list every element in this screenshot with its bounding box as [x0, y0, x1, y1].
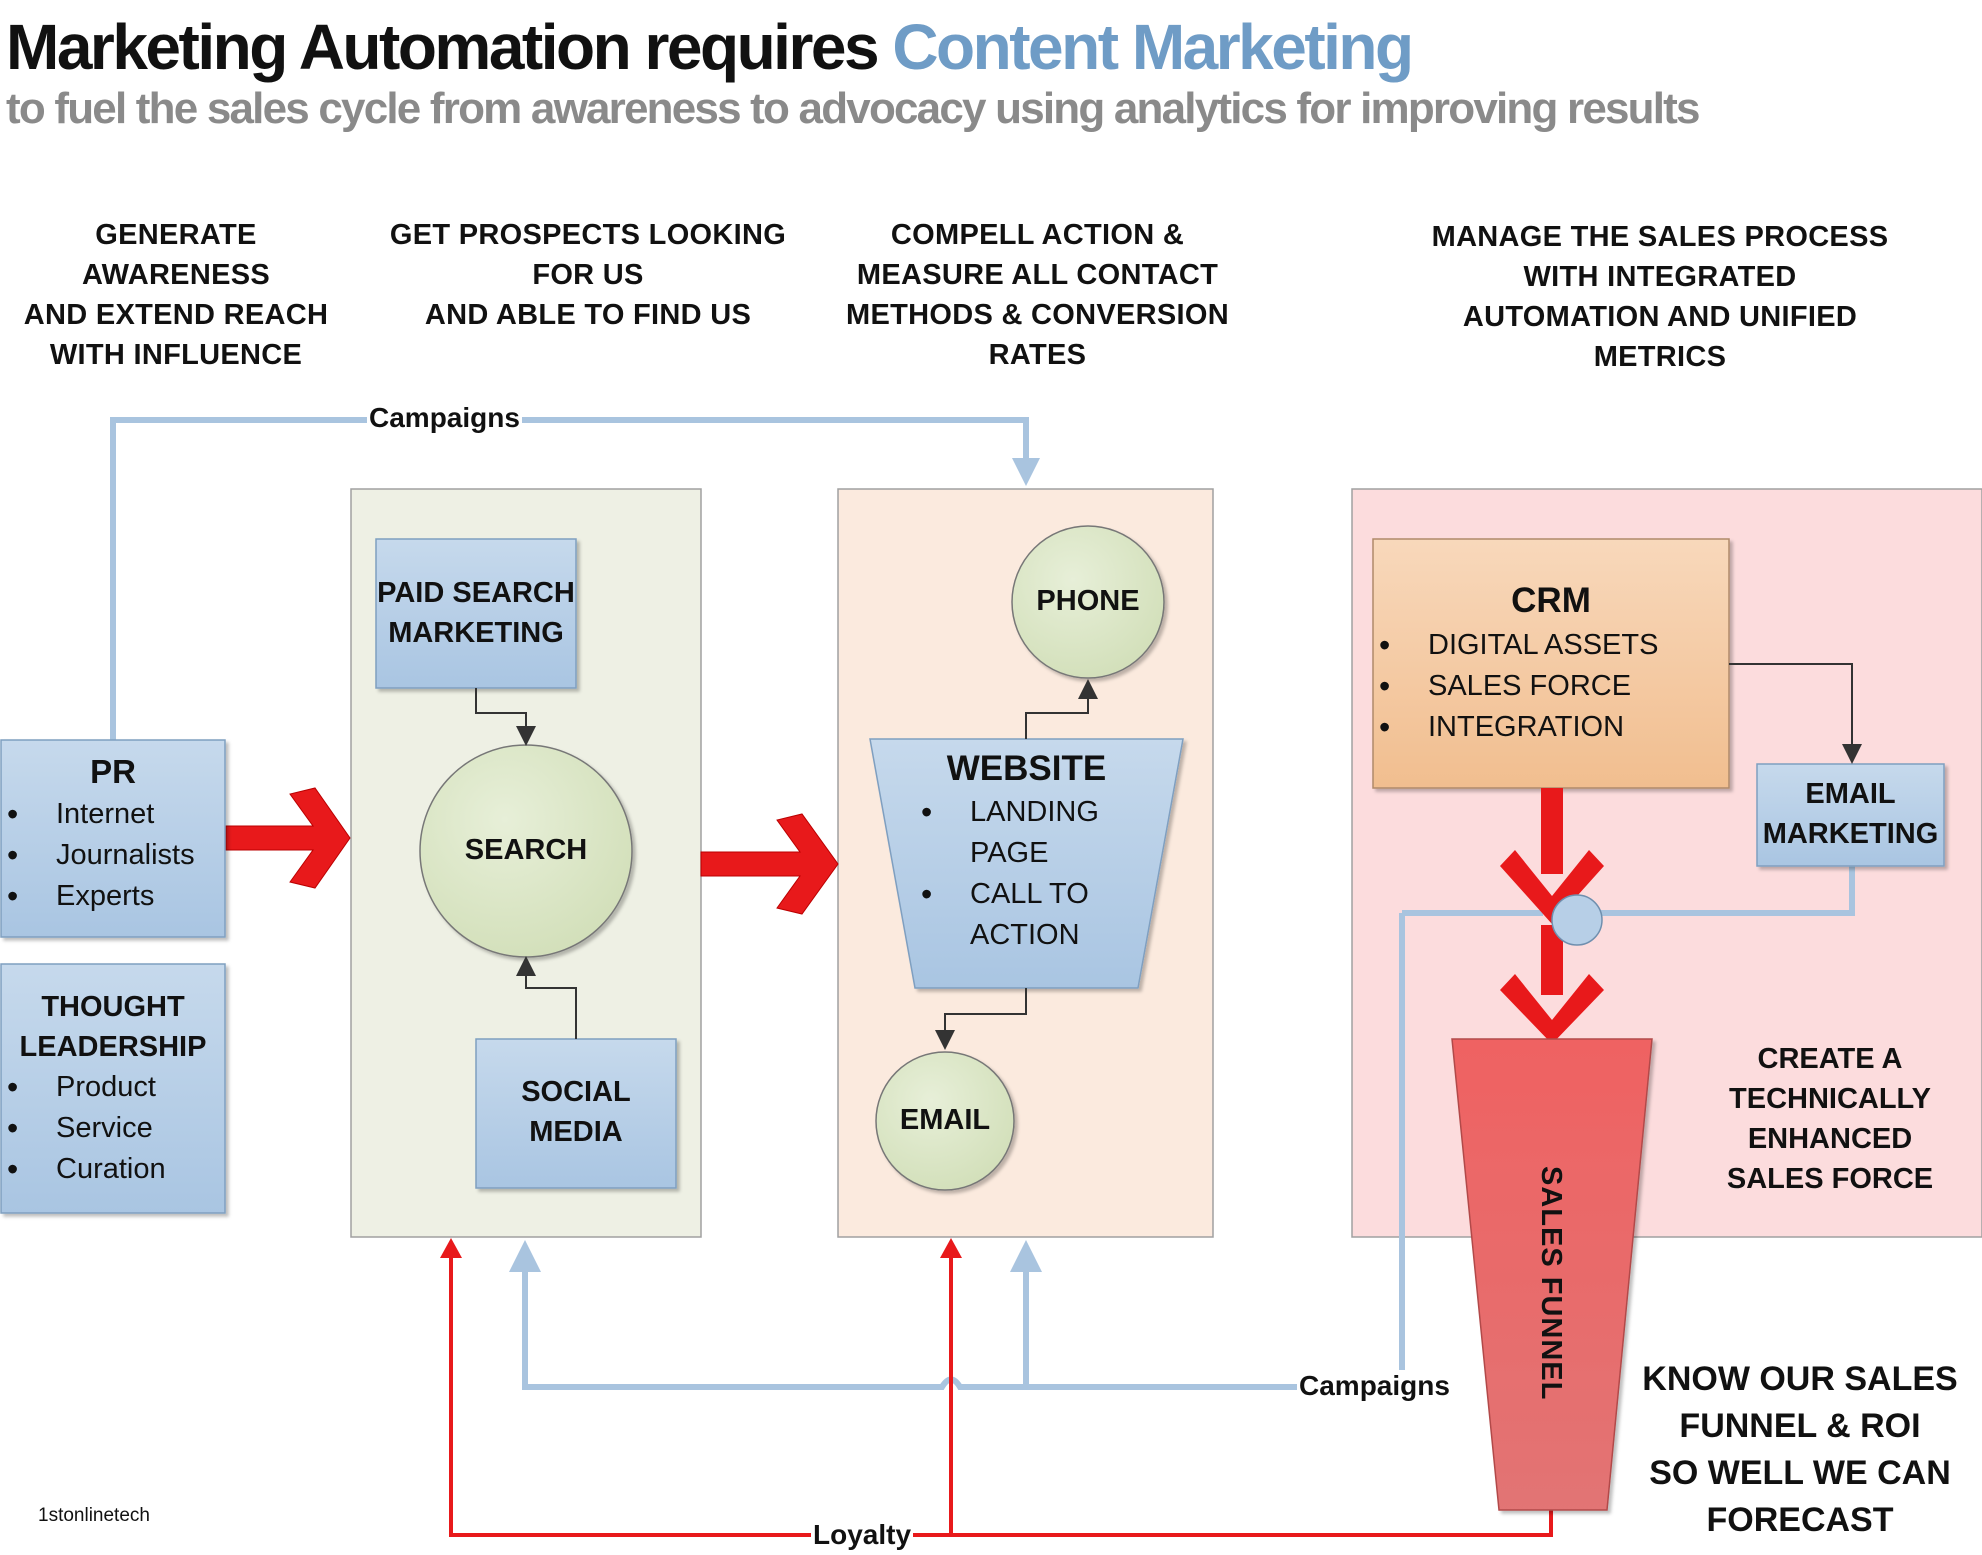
connector-website-to-email	[935, 988, 1027, 1050]
crm-items: DIGITAL ASSETS SALES FORCE INTEGRATION	[1373, 625, 1729, 748]
create-sales-force-text: CREATE A TECHNICALLY ENHANCED SALES FORC…	[1710, 1039, 1950, 1199]
column-header-action: COMPELL ACTION & MEASURE ALL CONTACT MET…	[830, 215, 1245, 375]
phone-label: PHONE	[1036, 585, 1140, 617]
website-item: CALL TO ACTION	[915, 874, 1155, 956]
know-funnel-text: KNOW OUR SALES FUNNEL & ROI SO WELL WE C…	[1640, 1356, 1960, 1544]
website-item: LANDING PAGE	[915, 792, 1155, 874]
header-line: MANAGE THE SALES PROCESS	[1431, 221, 1889, 253]
email-label: EMAIL	[899, 1104, 991, 1136]
header-line: GET PROSPECTS LOOKING	[389, 219, 787, 251]
pr-item: Experts	[1, 876, 225, 917]
header-line: FOR US	[532, 259, 644, 291]
connector-paid-to-search	[475, 688, 536, 746]
connector-crm-to-email-marketing	[1729, 663, 1862, 764]
header-line: WITH INTEGRATED	[1523, 261, 1797, 293]
thought-item: Product	[1, 1067, 225, 1108]
crm-item: DIGITAL ASSETS	[1373, 625, 1729, 666]
email-marketing-label: EMAIL MARKETING	[1757, 774, 1944, 854]
column-header-sales: MANAGE THE SALES PROCESS WITH INTEGRATED…	[1430, 217, 1890, 377]
social-media-line: MEDIA	[529, 1116, 623, 1148]
thought-content: THOUGHT LEADERSHIP Product Service Curat…	[1, 987, 225, 1190]
header-line: WITH INFLUENCE	[49, 339, 303, 371]
connector-social-to-search	[516, 956, 577, 1039]
website-item-line: PAGE	[970, 837, 1049, 869]
thought-item: Curation	[1, 1149, 225, 1190]
header-line: COMPELL ACTION &	[890, 219, 1185, 251]
junction-circle	[1551, 894, 1603, 946]
website-item-line: LANDING	[970, 796, 1099, 828]
connector-website-to-phone	[1025, 679, 1098, 739]
pr-item: Internet	[1, 794, 225, 835]
flow-arrow-search-to-website	[700, 813, 839, 915]
social-media-label: SOCIAL MEDIA	[476, 1072, 676, 1152]
thought-title-line: THOUGHT	[41, 991, 185, 1023]
thought-item: Service	[1, 1108, 225, 1149]
flow-arrow-pr-to-search	[225, 787, 351, 889]
paid-search-line: PAID SEARCH	[377, 577, 575, 609]
email-marketing-line: EMAIL	[1805, 778, 1896, 810]
header-line: AND ABLE TO FIND US	[424, 299, 752, 331]
credit-text: 1stonlinetech	[38, 1505, 150, 1526]
paid-search-box	[375, 538, 577, 689]
paid-search-line: MARKETING	[388, 617, 564, 649]
campaigns-label-bottom: Campaigns	[1297, 1370, 1452, 1402]
title-main: Marketing Automation requires	[6, 11, 893, 83]
know-line: SO WELL WE CAN	[1649, 1454, 1951, 1492]
pr-item: Journalists	[1, 835, 225, 876]
sales-funnel-label: SALES FUNNEL	[1535, 1166, 1567, 1401]
title-accent: Content Marketing	[892, 11, 1414, 83]
create-line: CREATE A	[1757, 1043, 1903, 1075]
header-line: GENERATE AWARENESS	[81, 219, 270, 291]
pr-title: PR	[90, 753, 136, 790]
header-line: MEASURE ALL CONTACT	[856, 259, 1219, 291]
loyalty-label: Loyalty	[811, 1519, 914, 1551]
email-marketing-line: MARKETING	[1762, 818, 1939, 850]
crm-item: INTEGRATION	[1373, 707, 1729, 748]
loyalty-arrowhead-website	[940, 1238, 962, 1258]
campaigns-label-top: Campaigns	[367, 402, 522, 434]
header-line: METRICS	[1593, 341, 1727, 373]
thought-title-line: LEADERSHIP	[19, 1031, 207, 1063]
loyalty-arrowhead-search	[440, 1238, 462, 1258]
know-line: FORECAST	[1706, 1501, 1894, 1539]
campaigns-loop-top	[110, 417, 1029, 740]
header-line: METHODS & CONVERSION	[845, 299, 1230, 331]
know-line: KNOW OUR SALES	[1642, 1360, 1958, 1398]
know-line: FUNNEL & ROI	[1679, 1407, 1921, 1445]
crm-item: SALES FORCE	[1373, 666, 1729, 707]
website-item-line: ACTION	[970, 919, 1080, 951]
paid-search-label: PAID SEARCH MARKETING	[376, 573, 576, 653]
website-items: LANDING PAGE CALL TO ACTION	[915, 792, 1155, 956]
email-marketing-box	[1756, 763, 1945, 867]
website-title: WEBSITE	[946, 749, 1107, 788]
header-line: AND EXTEND REACH	[23, 299, 329, 331]
column-header-awareness: GENERATE AWARENESS AND EXTEND REACH WITH…	[0, 215, 352, 375]
search-label: SEARCH	[464, 834, 588, 866]
social-media-box	[475, 1038, 677, 1189]
pr-content: PR Internet Journalists Experts	[1, 752, 225, 917]
crm-title: CRM	[1511, 581, 1591, 620]
create-line: SALES FORCE	[1726, 1163, 1934, 1195]
header-line: AUTOMATION AND UNIFIED	[1462, 301, 1858, 333]
email-circle	[875, 1051, 1015, 1191]
create-line: ENHANCED	[1747, 1123, 1913, 1155]
social-media-line: SOCIAL	[521, 1076, 631, 1108]
crm-to-funnel-arrow	[1500, 788, 1604, 1044]
campaigns-top-arrowhead	[1012, 458, 1040, 486]
loyalty-loop	[449, 1254, 1553, 1537]
sales-funnel-shape	[1451, 1038, 1653, 1511]
campaigns-arrowhead-search	[509, 1240, 541, 1272]
phone-circle	[1011, 525, 1165, 679]
page-subtitle: to fuel the sales cycle from awareness t…	[6, 84, 1701, 133]
column-header-prospects: GET PROSPECTS LOOKING FOR US AND ABLE TO…	[388, 215, 788, 335]
website-item-line: CALL TO	[970, 878, 1089, 910]
page-title: Marketing Automation requires Content Ma…	[6, 10, 1414, 84]
header-line: RATES	[988, 339, 1087, 371]
create-line: TECHNICALLY	[1729, 1083, 1931, 1115]
campaigns-arrowhead-website	[1010, 1240, 1042, 1272]
